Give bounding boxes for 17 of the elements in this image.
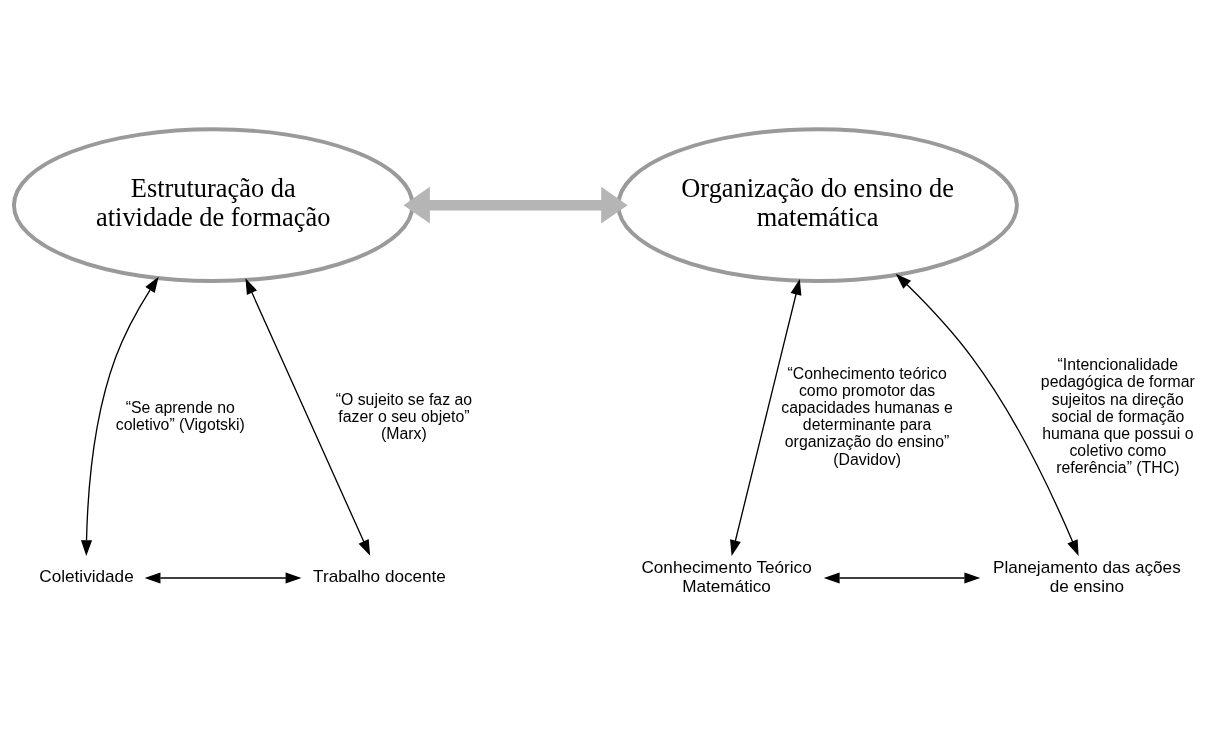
arrow [730,279,802,557]
node-text: Trabalho docente [313,566,446,587]
edge-label: “Conhecimento teórico como promotor das capacidades humanas e determinante para organização do ensino” (Davidov) [781,364,953,468]
arrow [823,572,981,584]
arrow [80,276,159,557]
arrow [895,273,1079,556]
node-ellipse: Estruturação da atividade de formação [11,127,415,284]
node-text: Planejamento das ações de ensino [992,557,1181,596]
edge-label: “Intencionalidade pedagógica de formar sujeitos na direção social de formação humana que possui o coletivo como referência” (THC) [1040,356,1195,477]
edge-label: “Se aprende no coletivo” (Vigotski) [115,399,245,434]
arrow [144,572,302,584]
edge-label: “O sujeito se faz ao fazer o seu objeto” (Marx) [335,390,473,442]
node-ellipse: Organização do ensino de matemática [616,127,1019,284]
arrow [245,278,371,556]
node-text: Coletividade [39,566,134,587]
node-text: Conhecimento Teórico Matemático [641,557,812,596]
arrow [403,186,628,224]
